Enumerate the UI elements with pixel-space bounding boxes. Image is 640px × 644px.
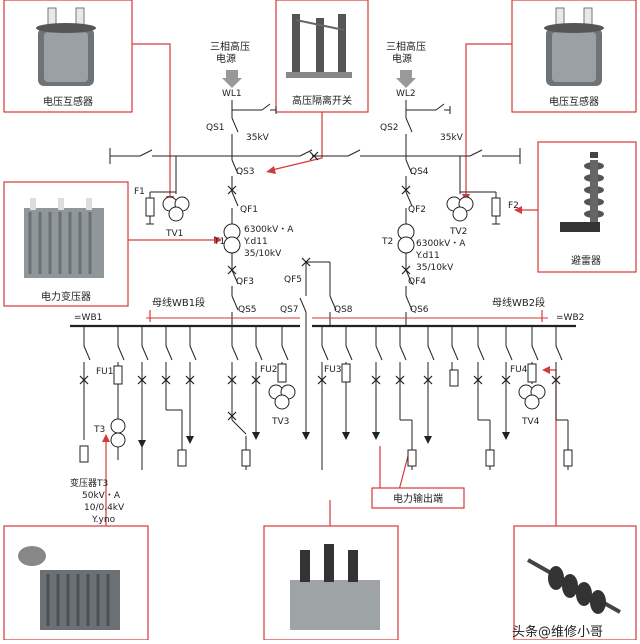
fu4-symbol <box>527 363 537 383</box>
voltage-35kv-left: 35kV <box>246 133 270 143</box>
pt-left-caption: 电压互感器 <box>43 95 93 108</box>
tv4-symbol <box>518 384 546 410</box>
t2-rating-3: 35/10kV <box>416 263 454 273</box>
qf4-label: QF4 <box>408 277 426 287</box>
wb2-label: =WB2 <box>556 313 584 323</box>
qs8-label: QS8 <box>334 305 353 315</box>
fu4-label: FU4 <box>510 365 528 375</box>
t2-symbol <box>397 223 415 254</box>
t2-rating-2: Y.d11 <box>415 251 440 261</box>
t3-rating-1: 50kV・A <box>82 491 121 501</box>
qs2-label: QS2 <box>380 123 399 133</box>
fu2-label: FU2 <box>260 365 278 375</box>
source-right-line2: 电源 <box>392 52 412 65</box>
fu3-symbol <box>341 363 351 383</box>
t3-rating-2: 10/0.4kV <box>84 503 125 513</box>
fu1-label: FU1 <box>96 367 114 377</box>
power-transformer-photo <box>24 198 104 278</box>
qs1-label: QS1 <box>206 123 225 133</box>
source-right-arrow <box>396 70 416 88</box>
tv1-symbol <box>162 196 190 222</box>
qf3-label: QF3 <box>236 277 254 287</box>
pt-left-photo <box>36 7 96 86</box>
t3-caption: 变压器T3 <box>70 477 108 489</box>
wl2-label: WL2 <box>396 89 416 99</box>
source-left-line1: 三相高压 <box>210 40 250 53</box>
t1-rating-2: Y.d11 <box>243 237 268 247</box>
t1-label: T1 <box>213 237 225 247</box>
t2-label: T2 <box>381 237 393 247</box>
source-right-line1: 三相高压 <box>386 40 426 53</box>
f2-arrester-symbol <box>491 197 501 217</box>
feeder-lines <box>83 326 569 470</box>
voltage-35kv-right: 35kV <box>440 133 464 143</box>
source-left-line2: 电源 <box>216 52 236 65</box>
incoming-lines <box>231 100 451 118</box>
feeder-terminals <box>138 432 510 448</box>
tv1-label: TV1 <box>165 229 183 239</box>
tv3-label: TV3 <box>271 417 289 427</box>
outgoing-caption: 电力输出端 <box>393 492 443 505</box>
qs5-label: QS5 <box>238 305 257 315</box>
wb2-section-caption: 母线WB2段 <box>492 296 545 309</box>
watermark: 头条@维修小哥 <box>512 624 603 640</box>
fu1-symbol <box>113 365 123 385</box>
outgoing-caption-frame <box>371 487 465 509</box>
qf2-label: QF2 <box>408 205 426 215</box>
breaker-marks <box>227 151 411 275</box>
tv4-label: TV4 <box>521 417 540 427</box>
pt-right-caption: 电压互感器 <box>549 95 599 108</box>
pt-right-photo <box>544 7 604 86</box>
f1-label: F1 <box>134 187 145 197</box>
tv2-label: TV2 <box>449 227 467 237</box>
tv2-symbol <box>446 196 474 222</box>
qs3-label: QS3 <box>236 167 255 177</box>
t2-rating-1: 6300kV・A <box>416 239 466 249</box>
disconnector-caption: 高压隔离开关 <box>292 94 352 107</box>
qs7-label: QS7 <box>280 305 299 315</box>
qs6-label: QS6 <box>410 305 429 315</box>
wb1-section-caption: 母线WB1段 <box>152 296 205 309</box>
disconnector-photo <box>286 14 352 78</box>
t1-symbol <box>223 223 241 254</box>
load-boxes <box>79 369 573 467</box>
t3-label: T3 <box>93 425 105 435</box>
source-left-arrow <box>222 70 242 88</box>
fu2-symbol <box>277 363 287 383</box>
fu3-label: FU3 <box>324 365 342 375</box>
t1-rating-3: 35/10kV <box>244 249 282 259</box>
tv3-symbol <box>268 384 296 410</box>
t3-photo <box>18 546 120 630</box>
t3-rating-3: Y.yno <box>91 515 116 525</box>
t3-symbol <box>110 418 126 448</box>
arrester-photo <box>560 152 604 232</box>
fuse-switch-photo <box>290 544 380 630</box>
hv-section-lines <box>109 117 521 326</box>
qs4-label: QS4 <box>410 167 429 177</box>
feeder-breaker-marks <box>79 375 561 421</box>
f1-arrester-symbol <box>145 197 155 217</box>
t1-rating-1: 6300kV・A <box>244 225 294 235</box>
wl1-label: WL1 <box>222 89 242 99</box>
arrester-caption: 避雷器 <box>571 254 601 267</box>
wb1-label: =WB1 <box>74 313 102 323</box>
f2-label: F2 <box>508 201 519 211</box>
qf1-label: QF1 <box>240 205 258 215</box>
power-transformer-caption: 电力变压器 <box>41 290 91 303</box>
drop-fuse-photo <box>527 558 621 614</box>
qf5-label: QF5 <box>284 275 302 285</box>
arrester-photo-frame <box>537 141 637 273</box>
